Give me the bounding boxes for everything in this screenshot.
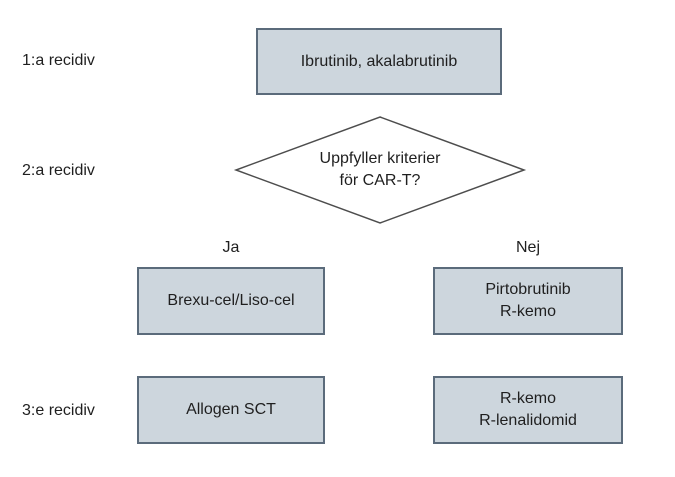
decision-diamond-shape <box>233 116 527 224</box>
node-second-relapse-yes: Brexu-cel/Liso-cel <box>137 267 325 335</box>
node-third-relapse-yes: Allogen SCT <box>137 376 325 444</box>
row-label-third-relapse: 3:e recidiv <box>22 402 95 419</box>
branch-label-yes: Ja <box>222 239 240 256</box>
node-second-relapse-no-line1: Pirtobrutinib <box>485 281 571 298</box>
decision-question-line2: för CAR-T? <box>339 172 421 189</box>
decision-question-line1: Uppfyller kriterier <box>319 150 441 167</box>
node-third-relapse-no-line1: R-kemo <box>499 390 556 407</box>
node-second-relapse-no-line2: R-kemo <box>499 303 556 320</box>
node-first-relapse-treatment-text: Ibrutinib, akalabrutinib <box>300 52 458 70</box>
node-third-relapse-no-line2: R-lenalidomid <box>479 412 577 429</box>
node-second-relapse-no: Pirtobrutinib R-kemo <box>433 267 623 335</box>
node-first-relapse-treatment: Ibrutinib, akalabrutinib <box>256 28 502 95</box>
node-third-relapse-no: R-kemo R-lenalidomid <box>433 376 623 444</box>
diamond-outline <box>233 116 527 224</box>
node-third-relapse-yes-text: Allogen SCT <box>186 401 276 418</box>
decision-question: Uppfyller kriterier för CAR-T? <box>233 114 527 226</box>
row-label-second-relapse: 2:a recidiv <box>22 162 95 179</box>
decision-diamond-container: Uppfyller kriterier för CAR-T? <box>233 114 527 226</box>
node-second-relapse-yes-text: Brexu-cel/Liso-cel <box>167 292 295 309</box>
row-label-first-relapse: 1:a recidiv <box>22 52 95 69</box>
branch-label-no: Nej <box>515 239 540 256</box>
